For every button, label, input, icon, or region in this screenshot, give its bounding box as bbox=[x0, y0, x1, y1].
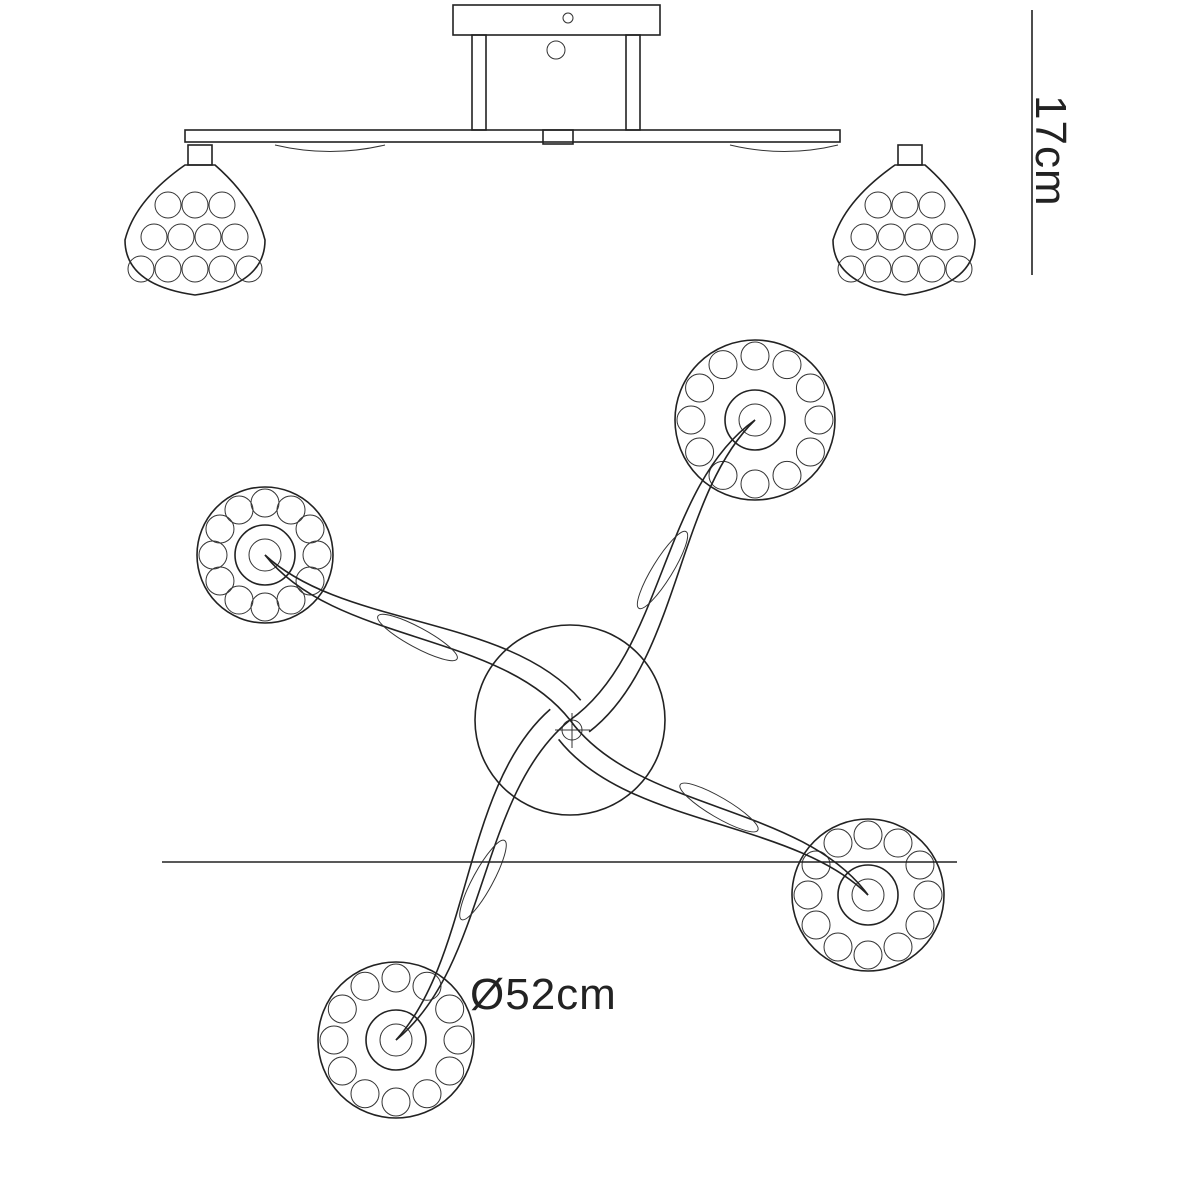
center-plate bbox=[474, 624, 666, 816]
arm-2 bbox=[569, 419, 756, 733]
post-left bbox=[471, 34, 487, 131]
top-view bbox=[162, 339, 957, 1119]
diameter-label: Ø52cm bbox=[470, 970, 617, 1019]
screw-icon bbox=[562, 12, 574, 24]
shade-3 bbox=[791, 818, 945, 972]
arm-3 bbox=[557, 719, 869, 896]
side-view bbox=[124, 4, 1033, 296]
shade-2 bbox=[674, 339, 836, 501]
shade-4 bbox=[317, 961, 475, 1119]
ceiling-plate bbox=[452, 4, 661, 36]
arm-bar bbox=[184, 129, 841, 143]
side-shade-left bbox=[124, 144, 266, 296]
shade-1 bbox=[196, 486, 334, 624]
post-right bbox=[625, 34, 641, 131]
height-label: 17cm bbox=[1026, 95, 1075, 207]
arm-1 bbox=[264, 554, 582, 721]
arm-4 bbox=[395, 708, 571, 1041]
side-shade-right bbox=[832, 144, 976, 296]
